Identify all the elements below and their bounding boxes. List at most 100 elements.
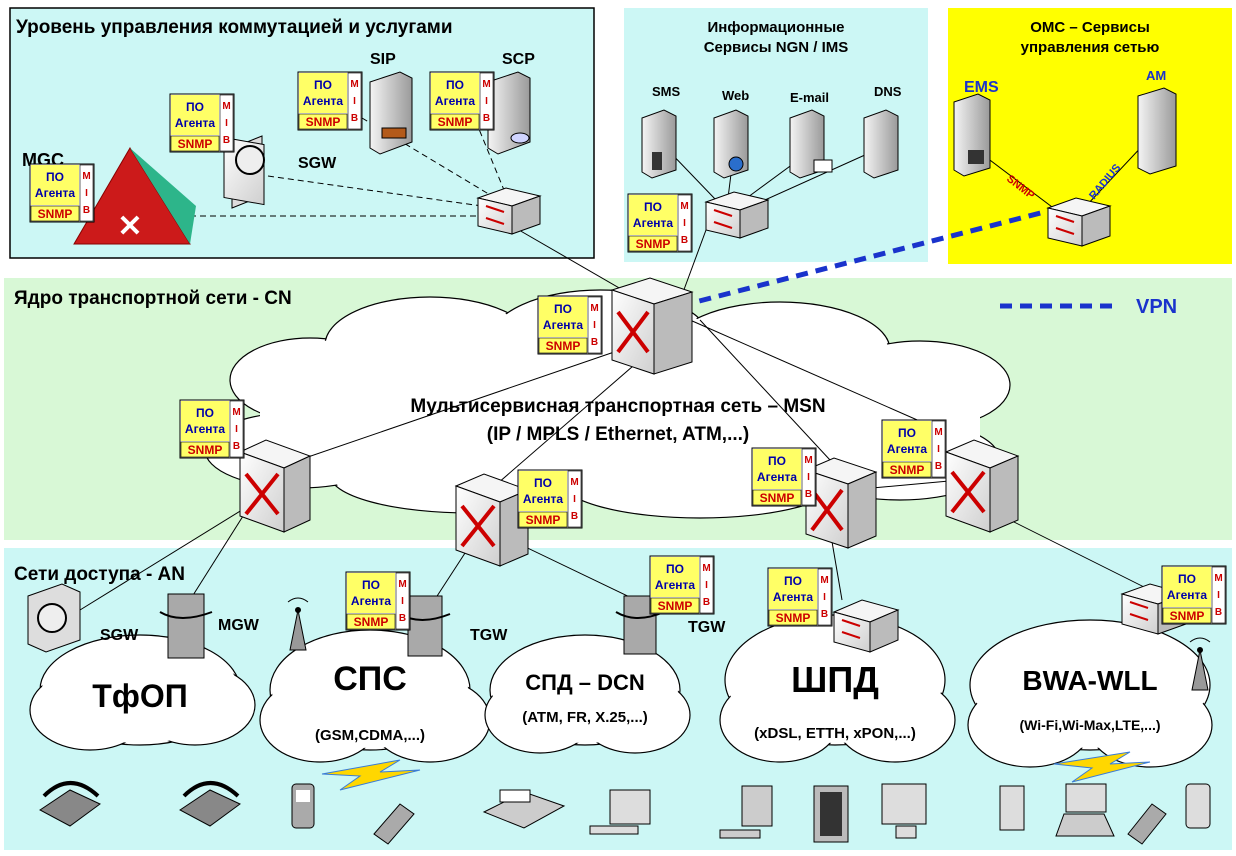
shpd-label: ШПД [791, 659, 879, 700]
agent-mib-b: B [399, 613, 406, 624]
core-router-right2-icon [944, 439, 1020, 533]
info-zone-title-2: Сервисы NGN / IMS [704, 39, 849, 56]
agent-name-label: Агента [655, 578, 695, 592]
tablet-icon [999, 785, 1025, 831]
bwa-antenna-icon [1189, 637, 1211, 691]
agent-snmp-label: SNMP [760, 491, 795, 505]
agent-mib-m: M [232, 407, 240, 418]
am-label: AM [1146, 68, 1166, 83]
agent-po-label: ПО [898, 426, 916, 440]
mobile-phone-icon [291, 783, 315, 829]
sps-antenna-icon [287, 597, 309, 651]
agent-mib-i: I [705, 580, 708, 591]
phone-icon [39, 781, 101, 827]
agent-mib-i: I [353, 96, 356, 107]
sgw-access-icon [27, 583, 81, 653]
phone-icon [179, 781, 241, 827]
agent-po-label: ПО [446, 78, 464, 92]
agent-mib-b: B [703, 597, 710, 608]
shpd-sublabel: (xDSL, ETTH, xPON,...) [754, 725, 916, 742]
agent-name-label: Агента [887, 442, 927, 456]
agent-mib-b: B [935, 461, 942, 472]
agent-po-label: ПО [644, 200, 662, 214]
agent-mib-i: I [1217, 590, 1220, 601]
agent-name-label: Агента [543, 318, 583, 332]
agent-mib-i: I [401, 596, 404, 607]
agent-mib-b: B [223, 135, 230, 146]
sgw-gateway-icon [223, 135, 265, 209]
keypad-phone-icon [813, 785, 849, 843]
email-label: E-mail [790, 90, 829, 105]
sgw-access-label: SGW [100, 627, 139, 644]
agent-mib-b: B [351, 113, 358, 124]
agent-name-label: Агента [435, 94, 475, 108]
shpd-switch-icon [832, 599, 900, 653]
core-router-top-icon [610, 277, 694, 375]
agent-snmp-label: SNMP [658, 599, 693, 613]
agent-mib-i: I [823, 592, 826, 603]
fax-icon [482, 789, 566, 829]
spd-sublabel: (ATM, FR, X.25,...) [522, 709, 648, 726]
am-server-icon [1137, 87, 1177, 175]
sip-label: SIP [370, 51, 396, 68]
agent-mib-b: B [571, 511, 578, 522]
agent-snmp-label: SNMP [38, 207, 73, 221]
tgw2-label: TGW [688, 619, 726, 636]
scp-server-icon [487, 71, 531, 155]
scp-label: SCP [502, 51, 535, 68]
agent-snmp-label: SNMP [526, 513, 561, 527]
agent-name-label: Агента [185, 422, 225, 436]
spd-label: СПД – DCN [525, 670, 645, 695]
agent-mib-m: M [820, 575, 828, 586]
msn-title: Мультисервисная транспортная сеть – MSN [410, 396, 825, 417]
sms-server-icon [641, 109, 677, 179]
agent-mib-b: B [83, 205, 90, 216]
agent-mib-b: B [591, 337, 598, 348]
mgw-gateway-icon [159, 593, 213, 659]
agent-mib-i: I [85, 188, 88, 199]
info-zone-title-1: Информационные [707, 19, 844, 36]
agent-snmp-label: SNMP [306, 115, 341, 129]
agent-mib-i: I [225, 118, 228, 129]
agent-mib-i: I [807, 472, 810, 483]
svg-text:✕: ✕ [117, 210, 142, 243]
tgw1-gateway-icon [399, 595, 451, 657]
agent-mib-i: I [937, 444, 940, 455]
agent-mib-m: M [680, 201, 688, 212]
agent-mib-b: B [805, 489, 812, 500]
oms-zone-title-1: ОМС – Сервисы [1030, 19, 1150, 36]
agent-mib-i: I [485, 96, 488, 107]
flip-phone-icon [1127, 803, 1167, 845]
agent-mib-b: B [483, 113, 490, 124]
agent-snmp-label: SNMP [438, 115, 473, 129]
agent-snmp-label: SNMP [636, 237, 671, 251]
agent-po-label: ПО [46, 170, 64, 184]
agent-snmp-label: SNMP [776, 611, 811, 625]
monitor-icon [719, 785, 773, 839]
core-router-left-icon [238, 439, 312, 533]
agent-mib-m: M [702, 563, 710, 574]
agent-mib-b: B [233, 441, 240, 452]
agent-name-label: Агента [773, 590, 813, 604]
agent-name-label: Агента [757, 470, 797, 484]
agent-name-label: Агента [523, 492, 563, 506]
agent-snmp-label: SNMP [1170, 609, 1205, 623]
laptop-icon [1055, 783, 1115, 837]
agent-name-label: Агента [351, 594, 391, 608]
agent-po-label: ПО [196, 406, 214, 420]
flip-phone-icon [373, 803, 415, 845]
control-switch-icon [476, 187, 542, 235]
agent-snmp-label: SNMP [178, 137, 213, 151]
sps-wireless-icon [321, 759, 421, 791]
